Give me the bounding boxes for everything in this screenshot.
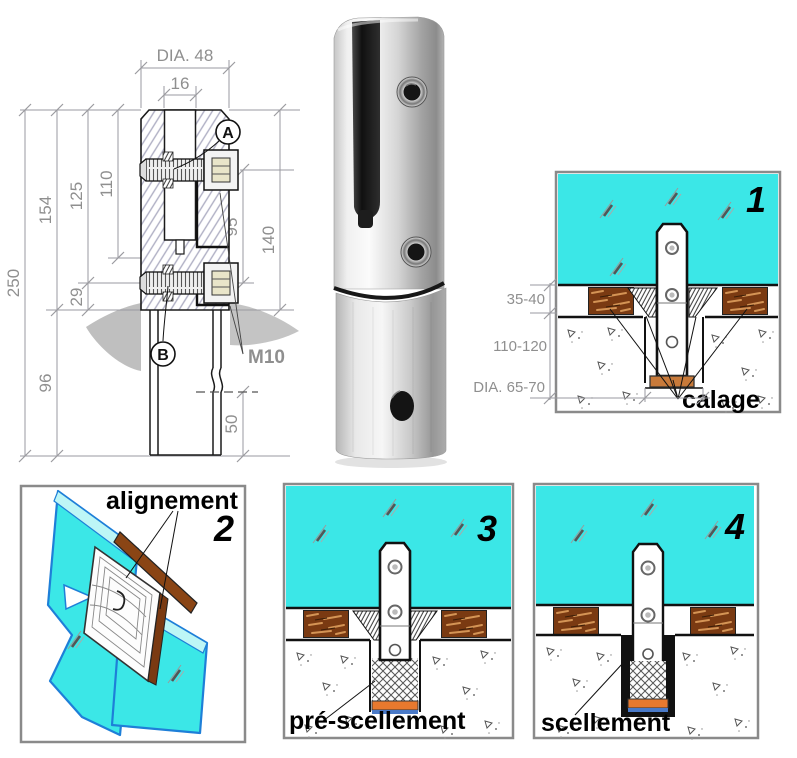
grout-pre-seal [372,658,418,701]
pad-blue-line [372,710,418,714]
clamp-bolt-bottom [139,262,239,304]
wood-shim-left [302,609,350,639]
panel-3-pre-scellement: 3 pré-scellement [282,482,515,740]
thread-callout: M10 [219,192,285,368]
base-pad [649,375,695,388]
dim-96: 96 [36,374,55,393]
caption-alignement: alignement [106,487,239,515]
dim-50: 50 [222,415,241,434]
thread-label: M10 [248,347,285,368]
ground-shadow [86,303,299,371]
panel-3-number: 3 [477,508,497,549]
calage-leaders [609,308,748,400]
wood-shim-left [552,606,600,636]
detail-b-label: B [157,347,169,364]
pad-blue-line [628,708,668,712]
caption-scellement: scellement [541,709,671,737]
alignment-board [83,545,169,686]
post-tube [149,310,258,456]
caption-pre-scellement: pré-scellement [289,707,466,735]
dim-154: 154 [36,196,55,224]
pre-scellement-leader [322,680,376,722]
dimension-dia48: DIA. 48 [134,46,236,75]
panel-2-number: 2 [213,508,234,549]
panel-4-scellement: 4 scellement [532,482,760,741]
socket-screw-bottom [400,236,432,268]
panel-1-calage: 1 calage 35-40 110-120 DIA. 65-70 [473,170,782,414]
clamp-slot [352,20,380,219]
clamp-bolt-top [139,149,239,191]
board-edge-strip [147,592,169,686]
dim-16-label: 16 [171,74,190,93]
alignment-bar [113,531,198,614]
technical-drawing: DIA. 48 16 250 154 96 125 29 110 95 140 … [4,46,300,463]
caption-calage: calage [682,386,760,414]
body-seam [333,281,445,300]
dim-110-120: 110-120 [493,338,547,355]
detail-callout-b: B [150,285,176,367]
scellement-leader [574,662,624,716]
post-body [335,287,447,460]
dim-140: 140 [259,226,278,254]
grout-seal [630,661,666,699]
socket-screw-top [396,76,428,108]
panel-1-dimensions: 35-40 110-120 DIA. 65-70 [473,278,710,405]
alignement-leaders [125,510,179,610]
vertical-dimensions: 250 154 96 125 29 110 95 140 50 [4,103,287,463]
dim-110: 110 [97,170,116,197]
wedge-right [688,287,719,318]
dim-dia48-label: DIA. 48 [157,46,214,65]
wood-shim-right [689,606,737,636]
panel-2-alignement: alignement 2 [19,484,247,744]
dim-dia-65-70: DIA. 65-70 [473,379,545,396]
detail-a-label: A [222,125,234,142]
wood-knot [112,590,126,611]
dim-35-40: 35-40 [507,291,545,308]
spigot-photo [333,16,447,468]
dim-29: 29 [67,288,86,307]
dim-125: 125 [67,182,86,210]
wood-shim-right [440,609,488,639]
detail-callout-a: A [173,119,241,170]
base-pad [627,698,669,709]
dimension-16: 16 [157,74,203,102]
dim-250: 250 [4,269,23,297]
spigot-section [139,109,239,311]
photo-shadow [335,456,447,468]
anchor-plate [378,541,412,662]
wood-shim-right [721,286,769,316]
anchor-plate [649,222,695,388]
panel-1-number: 1 [746,179,766,220]
panel-4-number: 4 [724,506,745,547]
post-hole [390,391,414,421]
